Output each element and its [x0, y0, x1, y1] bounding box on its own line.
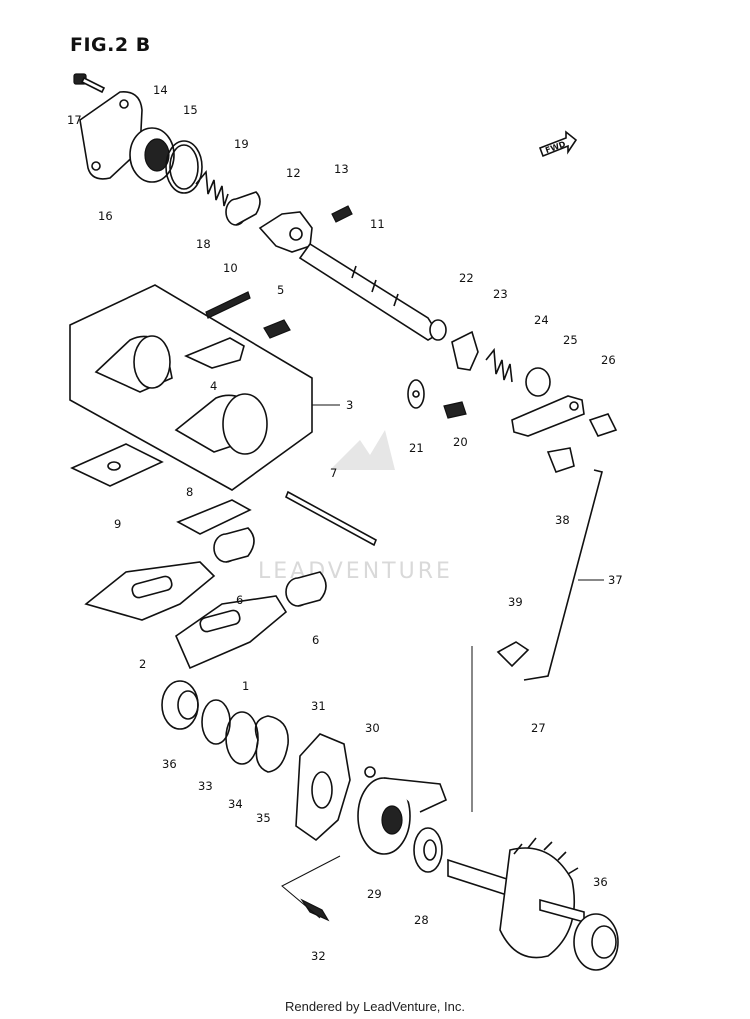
label-37: 37 [608, 573, 623, 587]
plate-8-icon [176, 499, 252, 535]
bearing-36a-icon [161, 680, 199, 730]
shaft-11-icon [298, 242, 447, 341]
gear-shaft-27-icon [447, 837, 585, 959]
oil-seal-14-icon [129, 127, 175, 183]
label-25: 25 [563, 333, 578, 347]
label-24: 24 [534, 313, 549, 327]
label-36b: 36 [593, 875, 608, 889]
label-18: 18 [196, 237, 211, 251]
bearing-36b-icon [573, 913, 619, 971]
label-36a: 36 [162, 757, 177, 771]
watermark: LEADVENTURE [258, 430, 453, 584]
valve-plate-1-icon [175, 595, 288, 670]
label-30: 30 [365, 721, 380, 735]
leader-line [281, 855, 341, 919]
spring-18-icon [195, 170, 229, 207]
rod-37-icon [523, 469, 604, 681]
label-5: 5 [277, 283, 284, 297]
pin-7-icon [284, 490, 378, 547]
label-26: 26 [601, 353, 616, 367]
o-ring-15-icon [165, 140, 203, 194]
label-7: 7 [330, 466, 337, 480]
screw-13-icon [331, 205, 353, 223]
label-3: 3 [346, 398, 353, 412]
bolt-17-icon [73, 73, 106, 94]
housing-29-icon [357, 777, 448, 855]
screw-5-icon [263, 319, 291, 339]
lever-12-icon [258, 211, 313, 253]
bracket-22-icon [451, 330, 479, 371]
label-12: 12 [286, 166, 301, 180]
label-4: 4 [210, 379, 217, 393]
label-8: 8 [186, 485, 193, 499]
label-20: 20 [453, 435, 468, 449]
screw-32-icon [300, 898, 330, 922]
label-16: 16 [98, 209, 113, 223]
label-34: 34 [228, 797, 243, 811]
cover-31-icon [295, 733, 351, 842]
label-22: 22 [459, 271, 474, 285]
figure-title: FIG.2 B [70, 34, 151, 56]
valve-plate-2-icon [84, 561, 216, 621]
washer-21-icon [407, 379, 425, 409]
label-14: 14 [153, 83, 168, 97]
label-35: 35 [256, 811, 271, 825]
plate-9-icon [70, 443, 164, 487]
footer-credit: Rendered by LeadVenture, Inc. [285, 999, 465, 1014]
bolt-26-icon [588, 413, 618, 437]
label-33: 33 [198, 779, 213, 793]
valve-assembly-3-box [69, 284, 340, 491]
ring-35-icon [254, 715, 289, 773]
screw-20-icon [443, 401, 467, 419]
ring-34-icon [225, 711, 259, 765]
label-2: 2 [139, 657, 146, 671]
label-28: 28 [414, 913, 429, 927]
label-10: 10 [223, 261, 238, 275]
label-29: 29 [367, 887, 382, 901]
label-6b: 6 [312, 633, 319, 647]
watermark-logo-icon [330, 430, 395, 470]
collar-24-icon [525, 367, 551, 397]
ball-30-icon [364, 766, 376, 778]
label-13: 13 [334, 162, 349, 176]
label-17: 17 [67, 113, 82, 127]
label-19: 19 [234, 137, 249, 151]
label-21: 21 [409, 441, 424, 455]
label-32: 32 [311, 949, 326, 963]
watermark-text: LEADVENTURE [258, 559, 453, 584]
clip-39-icon [496, 641, 530, 668]
fwd-label: FWD [544, 139, 567, 155]
collar-6b-icon [285, 571, 327, 607]
part-labels: 17 14 15 16 19 18 12 13 11 10 5 4 3 9 8 … [67, 83, 623, 963]
label-1: 1 [242, 679, 249, 693]
fwd-arrow-icon: FWD [538, 130, 578, 158]
label-15: 15 [183, 103, 198, 117]
label-11: 11 [370, 217, 385, 231]
label-39: 39 [508, 595, 523, 609]
spring-23-icon [485, 347, 513, 383]
lever-25-icon [511, 395, 585, 437]
collar-19-icon [225, 191, 261, 226]
label-9: 9 [114, 517, 121, 531]
label-6a: 6 [236, 593, 243, 607]
label-38: 38 [555, 513, 570, 527]
label-31: 31 [311, 699, 326, 713]
clip-38-icon [546, 447, 575, 473]
label-27: 27 [531, 721, 546, 735]
collar-6a-icon [213, 527, 255, 563]
washer-28-icon [413, 827, 443, 873]
label-23: 23 [493, 287, 508, 301]
spring-10-icon [205, 291, 251, 319]
